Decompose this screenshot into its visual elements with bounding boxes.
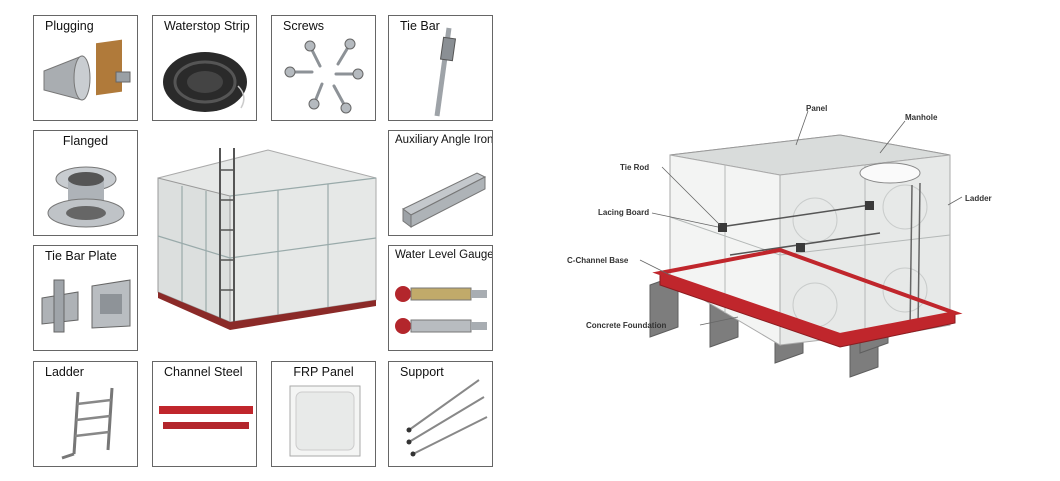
label-tie-rod: Tie Rod (620, 163, 650, 172)
waterstop-image (163, 52, 247, 112)
label-lacing-board: Lacing Board (598, 208, 650, 217)
part-label-plugging: Plugging (45, 19, 94, 33)
tie-bar-image (434, 27, 457, 117)
part-card-ladder: Ladder (33, 361, 138, 467)
part-card-tie-bar-plate: Tie Bar Plate (33, 245, 138, 351)
part-label-tie-bar-plate: Tie Bar Plate (45, 249, 117, 263)
part-card-tie-bar: Tie Bar (388, 15, 493, 121)
part-card-screws: Screws (271, 15, 376, 121)
label-panel: Panel (806, 104, 828, 113)
part-card-support: Support (388, 361, 493, 467)
part-card-water-level: Water Level Gauge (388, 245, 493, 351)
part-label-tie-bar: Tie Bar (400, 19, 440, 33)
part-label-water-level: Water Level Gauge (395, 249, 493, 261)
support-image (406, 379, 488, 457)
part-label-screws: Screws (283, 19, 324, 33)
part-card-frp-panel: FRP Panel (271, 361, 376, 467)
part-label-channel-steel: Channel Steel (164, 365, 243, 379)
label-concrete-foundation: Concrete Foundation (586, 321, 667, 330)
label-ladder: Ladder (965, 194, 992, 203)
label-c-channel-base: C-Channel Base (567, 256, 629, 265)
frp-panel-image (289, 385, 361, 457)
part-label-aux-angle: Auxiliary Angle Iron (395, 134, 493, 146)
part-card-flanged: Flanged (33, 130, 138, 236)
tank-schematic (639, 110, 963, 378)
flanged-image (47, 166, 125, 228)
channel-steel-image (159, 406, 253, 429)
part-card-aux-angle: Auxiliary Angle Iron (388, 130, 493, 236)
part-label-waterstop: Waterstop Strip (164, 19, 250, 33)
plugging-image (43, 39, 131, 101)
water-level-gauge-image (395, 286, 487, 334)
part-card-waterstop: Waterstop Strip (152, 15, 257, 121)
label-manhole: Manhole (905, 113, 938, 122)
angle-iron-image (402, 172, 487, 228)
part-label-frp-panel: FRP Panel (293, 365, 354, 379)
screws-image (284, 38, 364, 114)
part-label-support: Support (400, 365, 444, 379)
tank-photo (157, 148, 377, 330)
part-label-flanged: Flanged (62, 134, 109, 148)
part-label-ladder: Ladder (45, 365, 84, 379)
tie-bar-plate-image (41, 279, 131, 333)
part-card-channel-steel: Channel Steel (152, 361, 257, 467)
part-card-plugging: Plugging (33, 15, 138, 121)
ladder-image (61, 387, 114, 460)
